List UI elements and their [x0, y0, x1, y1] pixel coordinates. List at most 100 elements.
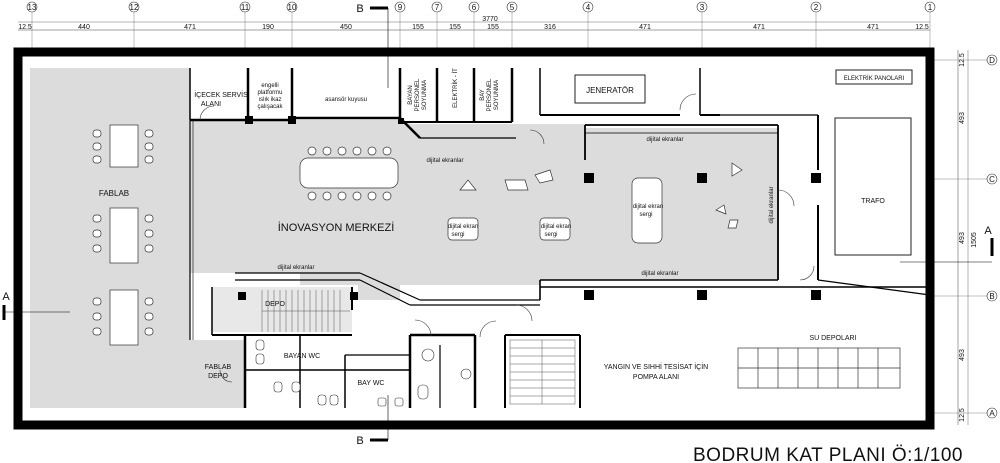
axis-2: 2 [810, 1, 822, 52]
svg-text:11: 11 [241, 3, 250, 12]
svg-text:5: 5 [510, 3, 515, 12]
svg-text:316: 316 [544, 24, 556, 31]
axis-3: 3 [696, 1, 708, 52]
axis-9: 9 [394, 1, 406, 52]
svg-text:450: 450 [340, 24, 352, 31]
svg-text:155: 155 [487, 24, 499, 31]
section-mark-b-bottom: B [356, 395, 389, 447]
svg-text:12.5: 12.5 [915, 24, 929, 31]
total-dimension-top: 3770 [482, 16, 498, 23]
svg-text:4: 4 [586, 3, 591, 12]
icecek-label-2: ALANI [201, 101, 221, 108]
display-kiosks [447, 162, 743, 244]
svg-text:BAYAN: BAYAN [408, 85, 414, 104]
axis-bubbles-right: D C B A [930, 54, 998, 419]
svg-text:dijital ekran: dijital ekran [448, 224, 478, 230]
svg-text:platformu: platformu [257, 90, 282, 96]
svg-text:13: 13 [28, 3, 37, 12]
depo-label: DEPO [265, 301, 285, 308]
svg-text:155: 155 [449, 24, 461, 31]
bayan-wc-label: BAYAN WC [284, 353, 320, 360]
stair-depo [261, 290, 350, 332]
svg-text:12.5: 12.5 [959, 408, 966, 422]
interior-walls [189, 68, 931, 408]
axis-6: 6 [468, 1, 480, 52]
svg-text:190: 190 [262, 24, 274, 31]
svg-text:10: 10 [288, 3, 297, 12]
svg-text:POMPA ALANI: POMPA ALANI [633, 374, 679, 381]
svg-text:çalışacak: çalışacak [257, 104, 283, 110]
svg-text:471: 471 [184, 24, 196, 31]
section-mark-b-top: B [356, 3, 389, 88]
axis-1: 1 [924, 1, 936, 52]
dijital-ekranlar-2: dijital ekranlar [646, 137, 683, 143]
svg-text:dijital ekran: dijital ekran [633, 204, 663, 210]
svg-text:sergi: sergi [544, 232, 557, 238]
svg-text:471: 471 [753, 24, 765, 31]
wc-fixtures [255, 339, 472, 407]
axis-4: 4 [582, 1, 594, 52]
total-dimension-right: 1505 [971, 232, 978, 248]
svg-text:C: C [989, 175, 995, 184]
stair-core-right [509, 339, 576, 405]
svg-text:9: 9 [398, 3, 403, 12]
axis-11: 11 [239, 1, 251, 52]
svg-text:sergi: sergi [639, 212, 652, 218]
fablab-tables [92, 124, 154, 346]
axis-12: 12 [128, 1, 140, 52]
svg-text:471: 471 [639, 24, 651, 31]
dijital-ekranlar-4: dijital ekranlar [641, 271, 678, 277]
svg-text:6: 6 [472, 3, 477, 12]
asansor-label: asansör kuyusu [325, 97, 367, 103]
door-swings [199, 93, 815, 383]
inovasyon-label: İNOVASYON MERKEZİ [278, 221, 395, 234]
svg-text:493: 493 [959, 232, 966, 244]
trafo-label: TRAFO [861, 198, 885, 205]
water-tanks [737, 347, 901, 389]
svg-text:D: D [989, 56, 995, 65]
svg-text:493: 493 [959, 112, 966, 124]
svg-text:3: 3 [700, 3, 705, 12]
axis-10: 10 [286, 1, 298, 52]
svg-text:ıslık ikaz: ıslık ikaz [258, 97, 281, 103]
svg-text:sergi: sergi [451, 232, 464, 238]
electric-panel [835, 69, 913, 85]
dimension-values-top: 12.5 440 471 190 450 155 155 155 316 471… [18, 24, 929, 31]
trafo-unit [834, 117, 912, 256]
elektrik-panolari-label: ELEKTRİK PANOLARI [844, 75, 905, 82]
svg-text:440: 440 [78, 24, 90, 31]
axis-A: A [930, 407, 998, 419]
meeting-table [299, 146, 399, 201]
dijital-ekranlar-5: dijital ekranlar [769, 186, 775, 223]
svg-text:12.5: 12.5 [18, 24, 32, 31]
svg-text:1: 1 [928, 3, 933, 12]
fablab-label: FABLAB [99, 189, 129, 198]
svg-text:engelli: engelli [261, 83, 278, 89]
axis-13: 13 [26, 1, 38, 52]
outer-walls [13, 47, 935, 430]
svg-text:dijital ekran: dijital ekran [541, 224, 571, 230]
jenerator-label: JENERATÖR [586, 86, 634, 95]
svg-text:B: B [356, 435, 363, 447]
axis-5: 5 [506, 1, 518, 52]
room-labels: İÇECEK SERVİS ALANI engelli platformu ıs… [99, 68, 905, 387]
plan-title: BODRUM KAT PLANI Ö:1/100 [693, 445, 963, 463]
svg-text:2: 2 [814, 3, 819, 12]
svg-text:471: 471 [867, 24, 879, 31]
axis-B: B [930, 290, 998, 302]
svg-text:SOYUNMA: SOYUNMA [422, 80, 428, 110]
svg-text:A: A [989, 409, 995, 418]
section-mark-a-left: A [2, 291, 70, 320]
dijital-ekranlar-3: dijital ekranlar [277, 265, 314, 271]
section-mark-a-right: A [900, 225, 994, 263]
svg-text:DEPO: DEPO [208, 373, 228, 380]
svg-text:FABLAB: FABLAB [205, 364, 232, 371]
right-dimension-line: 1505 12.5 493 493 493 12.5 [957, 50, 978, 425]
svg-text:PERSONEL: PERSONEL [415, 78, 421, 111]
annotations: dijital ekranlar dijital ekranlar dijita… [277, 137, 775, 277]
generator [574, 74, 646, 104]
svg-text:B: B [989, 292, 994, 301]
svg-text:B: B [356, 3, 363, 15]
svg-text:155: 155 [412, 24, 424, 31]
